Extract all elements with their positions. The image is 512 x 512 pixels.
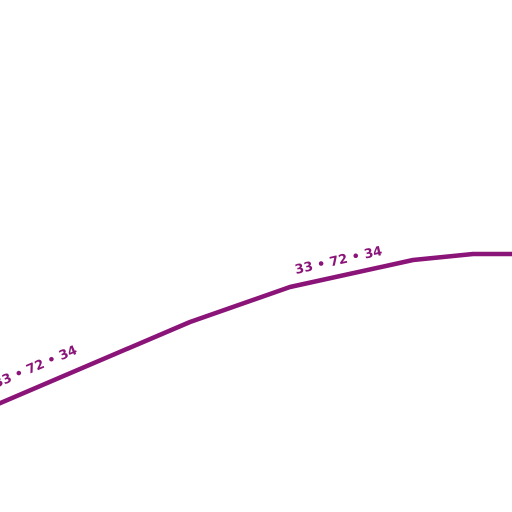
bus-route-line[interactable]	[0, 251, 512, 406]
route-label-right: 33 • 72 • 34	[294, 244, 384, 278]
